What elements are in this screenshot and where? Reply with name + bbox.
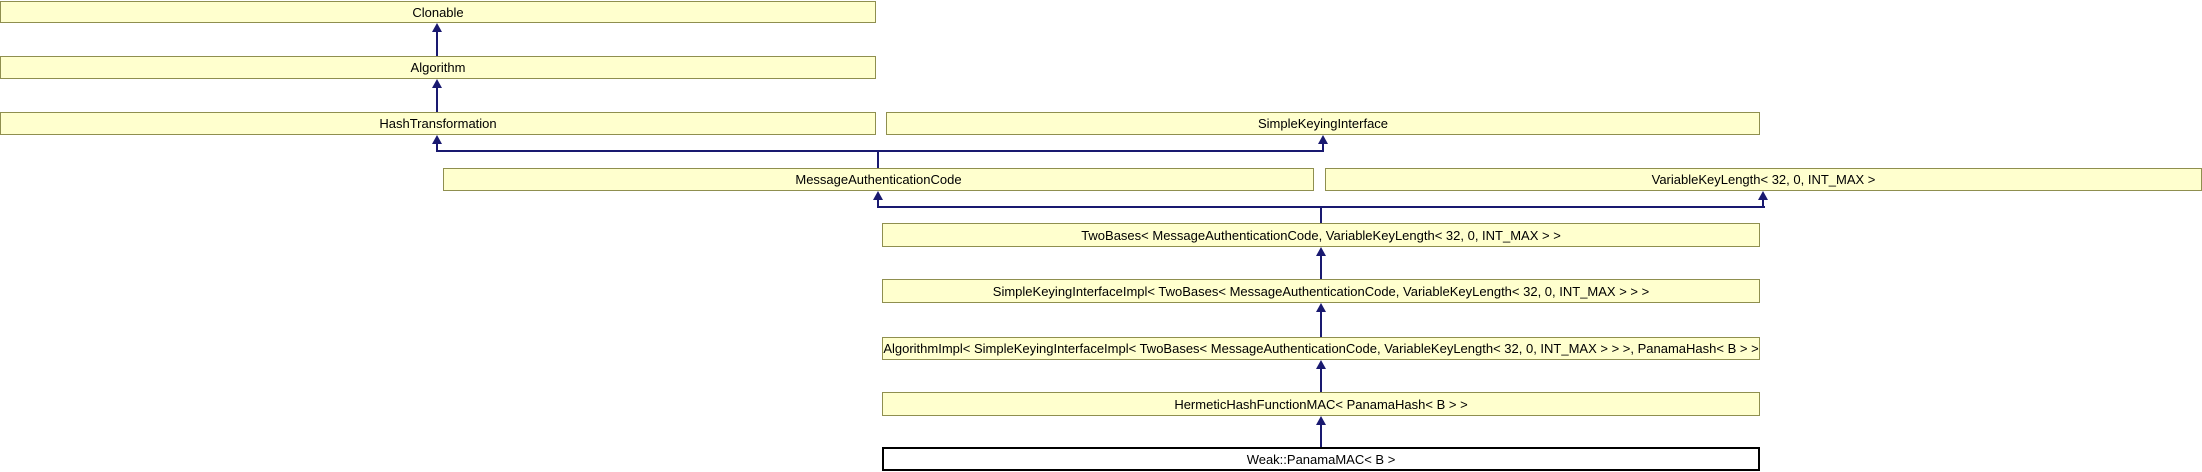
class-node-simplekeyinginterface[interactable]: SimpleKeyingInterface (886, 112, 1760, 135)
class-node-twobases[interactable]: TwoBases< MessageAuthenticationCode, Var… (882, 223, 1760, 247)
class-node-label: TwoBases< MessageAuthenticationCode, Var… (1081, 227, 1561, 243)
class-node-variablekeylength[interactable]: VariableKeyLength< 32, 0, INT_MAX > (1325, 168, 2202, 191)
class-node-hashtransformation[interactable]: HashTransformation (0, 112, 876, 135)
inheritance-edge-line (877, 206, 1765, 208)
class-node-label: HashTransformation (379, 116, 497, 131)
class-node-label: HermeticHashFunctionMAC< PanamaHash< B >… (1174, 396, 1468, 412)
class-node-label: AlgorithmImpl< SimpleKeyingInterfaceImpl… (883, 341, 1759, 356)
inheritance-arrow-icon (1318, 135, 1328, 144)
inheritance-edge-line (1762, 198, 1764, 207)
inheritance-arrow-icon (1316, 303, 1326, 312)
inheritance-edge-line (436, 86, 438, 112)
inheritance-arrow-icon (1316, 416, 1326, 425)
class-node-label: SimpleKeyingInterface (1257, 116, 1389, 131)
inheritance-edge-line (1320, 423, 1322, 447)
inheritance-edge-line (436, 142, 438, 151)
class-node-label: Algorithm (410, 60, 466, 75)
class-node-label: SimpleKeyingInterfaceImpl< TwoBases< Mes… (992, 283, 1650, 299)
inheritance-arrow-icon (432, 135, 442, 144)
inheritance-arrow-icon (1316, 247, 1326, 256)
inheritance-arrow-icon (432, 79, 442, 88)
inheritance-edge-line (1320, 254, 1322, 279)
inheritance-edge-line (1320, 207, 1322, 223)
inheritance-edge-line (877, 198, 879, 207)
inheritance-edge-line (877, 151, 879, 168)
class-node-label: VariableKeyLength< 32, 0, INT_MAX > (1651, 172, 1876, 187)
class-node-label: Clonable (412, 4, 464, 20)
class-node-label: Weak::PanamaMAC< B > (1246, 451, 1396, 467)
class-node-simplekeyinginterfaceimpl[interactable]: SimpleKeyingInterfaceImpl< TwoBases< Mes… (882, 279, 1760, 303)
class-node-label: MessageAuthenticationCode (795, 172, 962, 187)
inheritance-arrow-icon (873, 191, 883, 200)
inheritance-edge-line (1320, 367, 1322, 392)
class-node-hermetichashfunctionmac[interactable]: HermeticHashFunctionMAC< PanamaHash< B >… (882, 392, 1760, 416)
inheritance-edge-line (436, 150, 1324, 152)
class-node-algorithmimpl[interactable]: AlgorithmImpl< SimpleKeyingInterfaceImpl… (882, 337, 1760, 360)
inheritance-edge-line (436, 30, 438, 56)
class-node-algorithm[interactable]: Algorithm (0, 56, 876, 79)
inheritance-arrow-icon (1758, 191, 1768, 200)
inheritance-arrow-icon (1316, 360, 1326, 369)
class-node-clonable[interactable]: Clonable (0, 1, 876, 23)
inheritance-arrow-icon (432, 23, 442, 32)
inheritance-edge-line (1320, 310, 1322, 337)
class-node-messageauthenticationcode[interactable]: MessageAuthenticationCode (443, 168, 1314, 191)
inheritance-edge-line (1322, 142, 1324, 151)
class-node-weakpanamamac: Weak::PanamaMAC< B > (882, 447, 1760, 471)
